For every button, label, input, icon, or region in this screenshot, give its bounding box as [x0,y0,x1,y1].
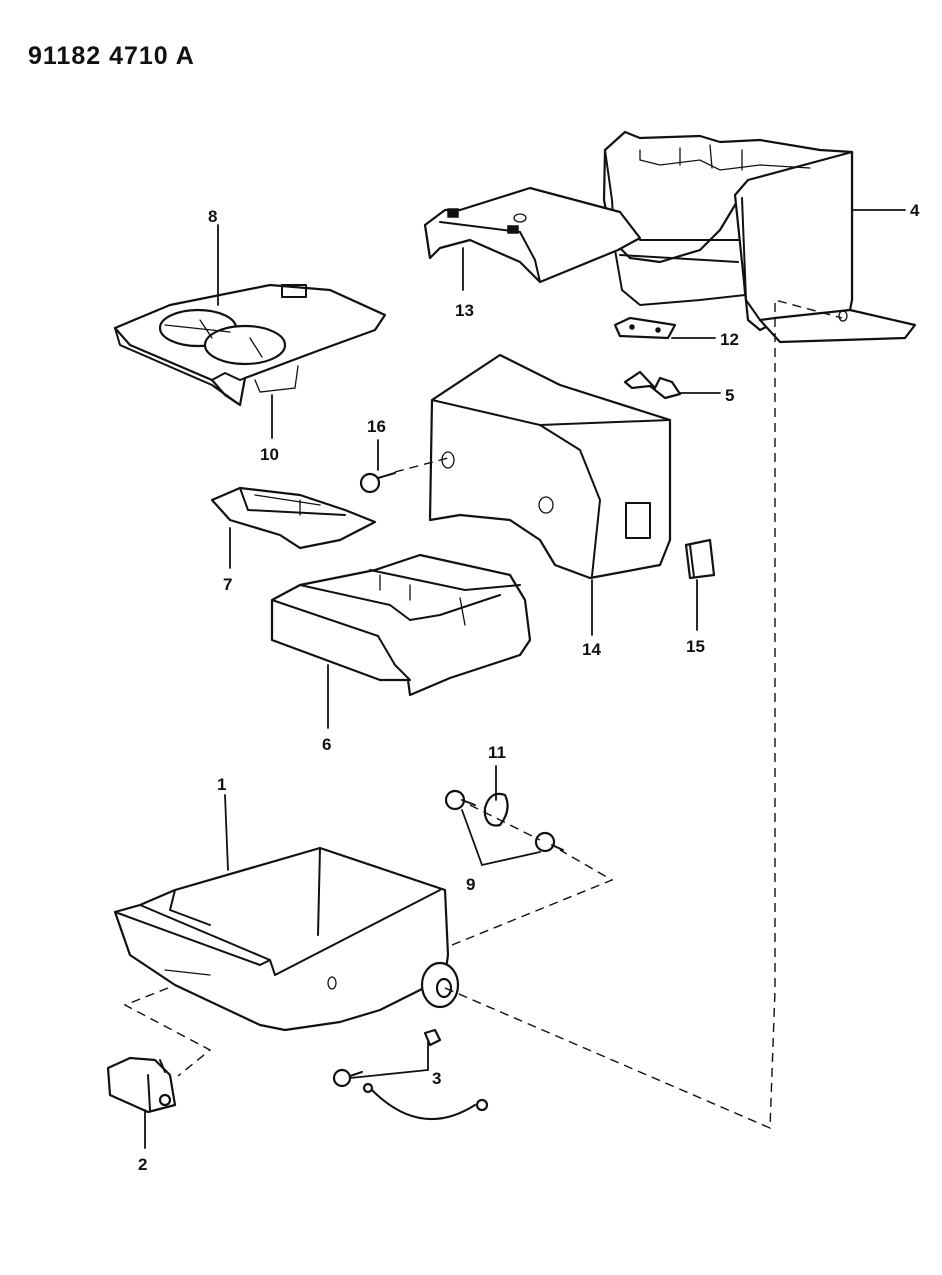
callout-11: 11 [488,743,506,762]
callout-14: 14 [582,640,601,659]
part-16-screw [359,457,449,494]
part-12-plate [613,316,677,340]
callout-5: 5 [725,386,734,405]
callout-2: 2 [138,1155,147,1174]
part-8-cupholder [113,283,387,407]
callout-labels: 8 10 4 13 12 5 16 7 14 15 6 11 9 1 2 3 [138,201,920,1174]
part-9-11-pivots [444,789,564,853]
callout-7: 7 [223,575,232,594]
part-6-armrest [270,553,532,697]
callout-16: 16 [367,417,386,436]
callout-9: 9 [466,875,475,894]
part-2-latch [106,1056,177,1114]
callout-10: 10 [260,445,279,464]
part-13-bracket [423,186,642,284]
part-14-console-cover [428,353,672,580]
assembly-dash-lines [123,299,843,1130]
callout-3: 3 [432,1069,441,1088]
callout-8: 8 [208,207,217,226]
part-1-storage-bin [113,846,460,1032]
part-7-tray [210,486,377,550]
callout-13: 13 [455,301,474,320]
part-15-cap [684,538,716,580]
callout-12: 12 [720,330,739,349]
part-3-pins-strap [332,1028,489,1121]
callout-1: 1 [217,775,226,794]
part-5-clip [623,370,682,400]
callout-15: 15 [686,637,705,656]
leader-lines [144,209,906,1149]
document-number: 91182 4710 A [28,42,195,70]
callout-6: 6 [322,735,331,754]
callout-4: 4 [910,201,920,220]
part-4-rear-bracket [602,130,917,344]
